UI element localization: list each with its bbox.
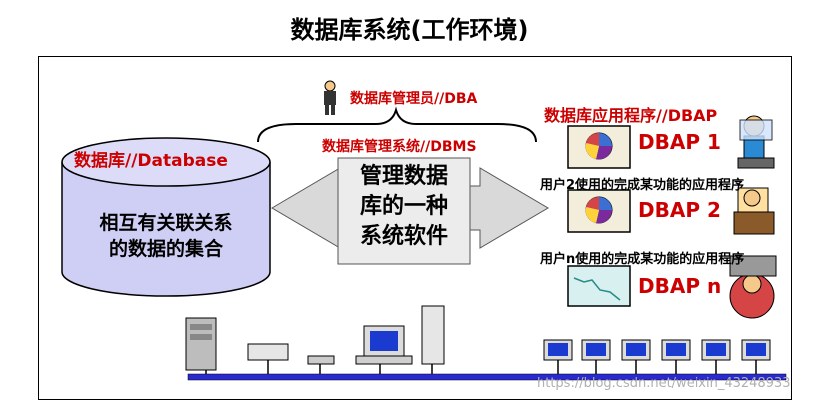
dbms-brace — [257, 106, 537, 143]
client-terminals — [543, 339, 771, 361]
app-window-2 — [567, 189, 631, 233]
dba-person-icon — [324, 80, 336, 115]
dbms-box-line-1: 管理数据 — [359, 164, 448, 189]
hub-icon — [307, 355, 335, 365]
workstation-icon — [355, 305, 445, 365]
printer-icon — [247, 343, 289, 361]
database-cylinder — [61, 137, 271, 297]
dbms-box — [337, 157, 471, 265]
network-bus — [187, 373, 787, 381]
user-icon-2 — [733, 187, 775, 235]
database-description-line-1: 相互有关联关系 — [99, 212, 233, 234]
app-window-1 — [567, 125, 631, 169]
app-label-2: DBAP 2 — [638, 198, 721, 222]
database-description: 相互有关联关系 的数据的集合 — [62, 210, 270, 262]
dbms-label: 数据库管理系统//DBMS — [322, 139, 477, 155]
dbms-box-line-3: 系统软件 — [359, 224, 448, 249]
diagram-frame — [38, 56, 792, 400]
app-desc-1: 用户2使用的完成某功能的应用程序 — [540, 178, 745, 193]
app-window-n — [567, 265, 631, 307]
watermark: https://blog.csdn.net/weixin_43248933 — [537, 376, 791, 391]
database-label: 数据库//Database — [74, 151, 228, 171]
database-description-line-2: 的数据的集合 — [108, 238, 223, 260]
dba-label: 数据库管理员//DBA — [350, 91, 478, 107]
dbap-header: 数据库应用程序//DBAP — [544, 106, 718, 125]
user-icon-n — [729, 255, 777, 319]
app-desc-2: 用户n使用的完成某功能的应用程序 — [540, 252, 745, 267]
user-icon-1 — [737, 115, 775, 169]
dbms-box-line-2: 库的一种 — [359, 194, 448, 219]
app-label-n: DBAP n — [638, 274, 722, 298]
app-label-1: DBAP 1 — [638, 130, 721, 154]
page-title: 数据库系统(工作环境) — [290, 16, 529, 44]
server-icon — [185, 317, 217, 371]
dbms-box-text: 管理数据 库的一种 系统软件 — [338, 162, 470, 252]
